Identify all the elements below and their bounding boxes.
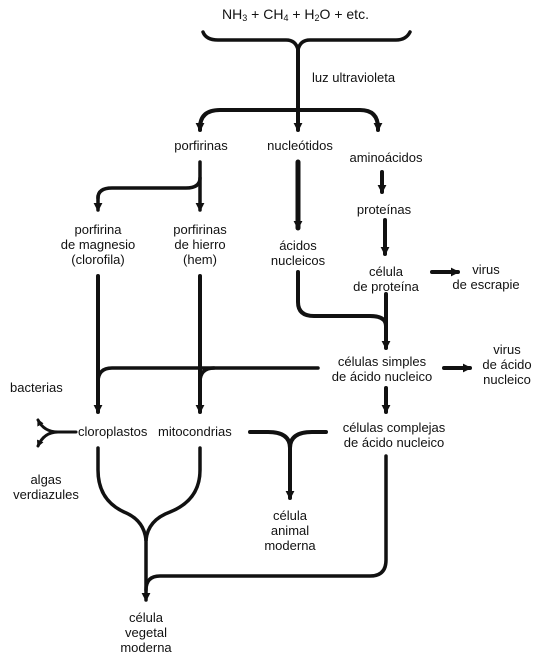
node-bacterias: bacterias — [10, 380, 63, 395]
branch-uv — [198, 108, 380, 130]
node-mitocondrias: mitocondrias — [158, 424, 232, 439]
merge-animal-left — [248, 430, 292, 450]
node-celula-vegetal: célula vegetal moderna — [120, 610, 172, 655]
node-proteinas: proteínas — [356, 202, 412, 217]
node-acidos-nucleicos: ácidos nucleicos — [270, 238, 326, 268]
top-formula: NH3 + CH4 + H2O + etc. — [222, 6, 369, 26]
node-celulas-complejas: células complejas de ácido nucleico — [342, 420, 446, 450]
node-porfirinas: porfirinas — [174, 138, 228, 153]
formula-nh-sub: 3 — [242, 13, 248, 23]
node-celulas-simples: células simples de ácido nucleico — [331, 354, 433, 384]
simples-to-mitocondria-curve — [198, 366, 216, 384]
node-porfirina-magnesio: porfirina de magnesio (clorofila) — [60, 222, 136, 267]
merge-vegetal-right — [144, 446, 202, 542]
split-cloroplastos — [36, 418, 78, 434]
node-nucleotidos: nucleótidos — [267, 138, 333, 153]
merge-animal-right — [288, 430, 328, 450]
node-aminoacidos: aminoácidos — [349, 150, 423, 165]
node-algas-verdiazules: algas verdiazules — [13, 472, 79, 502]
formula-brace — [201, 30, 412, 52]
formula-h: + H — [288, 6, 315, 22]
formula-o-etc: O + etc. — [319, 6, 369, 22]
node-virus-escrapie: virus de escrapie — [452, 262, 520, 292]
branch-porfirinas — [96, 160, 202, 200]
formula-ch-sub: 4 — [283, 13, 289, 23]
node-porfirinas-hierro: porfirinas de hierro (hem) — [173, 222, 227, 267]
node-luz-ultravioleta: luz ultravioleta — [312, 70, 396, 85]
formula-nh: NH — [222, 6, 243, 22]
formula-ch: + CH — [247, 6, 284, 22]
node-cloroplastos: cloroplastos — [78, 424, 148, 439]
merge-vegetal-left — [96, 446, 148, 542]
split-cloroplastos-down — [36, 430, 60, 448]
node-virus-acido-nucleico: virus de ácido nucleico — [482, 342, 532, 387]
node-celula-animal: célula animal moderna — [264, 508, 316, 553]
node-celula-proteina: célula de proteína — [353, 264, 419, 294]
formula-h-sub: 2 — [314, 13, 320, 23]
